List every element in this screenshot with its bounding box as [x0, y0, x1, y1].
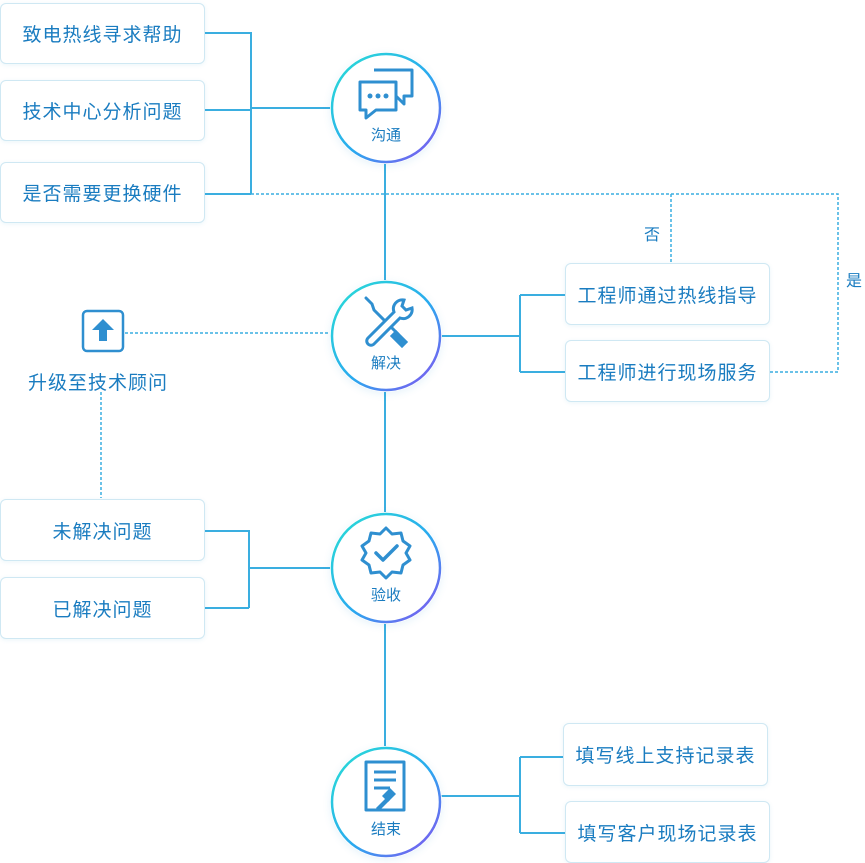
option-unresolved: 未解决问题 — [0, 499, 205, 561]
branch-label-yes: 是 — [846, 271, 863, 290]
option-resolved: 已解决问题 — [0, 577, 205, 639]
wrench-screwdriver-icon — [364, 296, 414, 348]
upgrade-label: 升级至技术顾问 — [28, 372, 169, 394]
option-online-support-form: 填写线上支持记录表 — [563, 723, 768, 786]
chat-bubbles-icon — [358, 68, 414, 120]
finish-bracket — [440, 756, 565, 834]
option-onsite-record-form: 填写客户现场记录表 — [565, 801, 770, 863]
node-accept-label: 验收 — [370, 586, 401, 604]
node-finish: 结束 — [330, 746, 442, 858]
yes-branch-line — [251, 193, 839, 373]
option-engineer-hotline-guidance: 工程师通过热线指导 — [565, 263, 770, 325]
accept-bracket — [205, 530, 330, 609]
node-communicate-label: 沟通 — [370, 126, 401, 144]
arrow-up-icon — [81, 309, 125, 353]
option-call-hotline: 致电热线寻求帮助 — [0, 3, 205, 64]
node-solve-label: 解决 — [370, 354, 401, 372]
branch-label-no: 否 — [644, 225, 661, 244]
option-replace-hardware-question: 是否需要更换硬件 — [0, 162, 205, 223]
node-solve: 解决 — [330, 280, 442, 392]
option-engineer-onsite-service: 工程师进行现场服务 — [565, 340, 770, 402]
node-accept: 验收 — [330, 512, 442, 624]
node-communicate: 沟通 — [330, 52, 442, 164]
option-tech-center-analysis: 技术中心分析问题 — [0, 80, 205, 141]
node-finish-label: 结束 — [370, 820, 401, 838]
badge-check-icon — [360, 526, 412, 580]
communicate-bracket — [205, 32, 330, 195]
solve-bracket — [440, 294, 565, 373]
document-hammer-icon — [364, 760, 406, 812]
